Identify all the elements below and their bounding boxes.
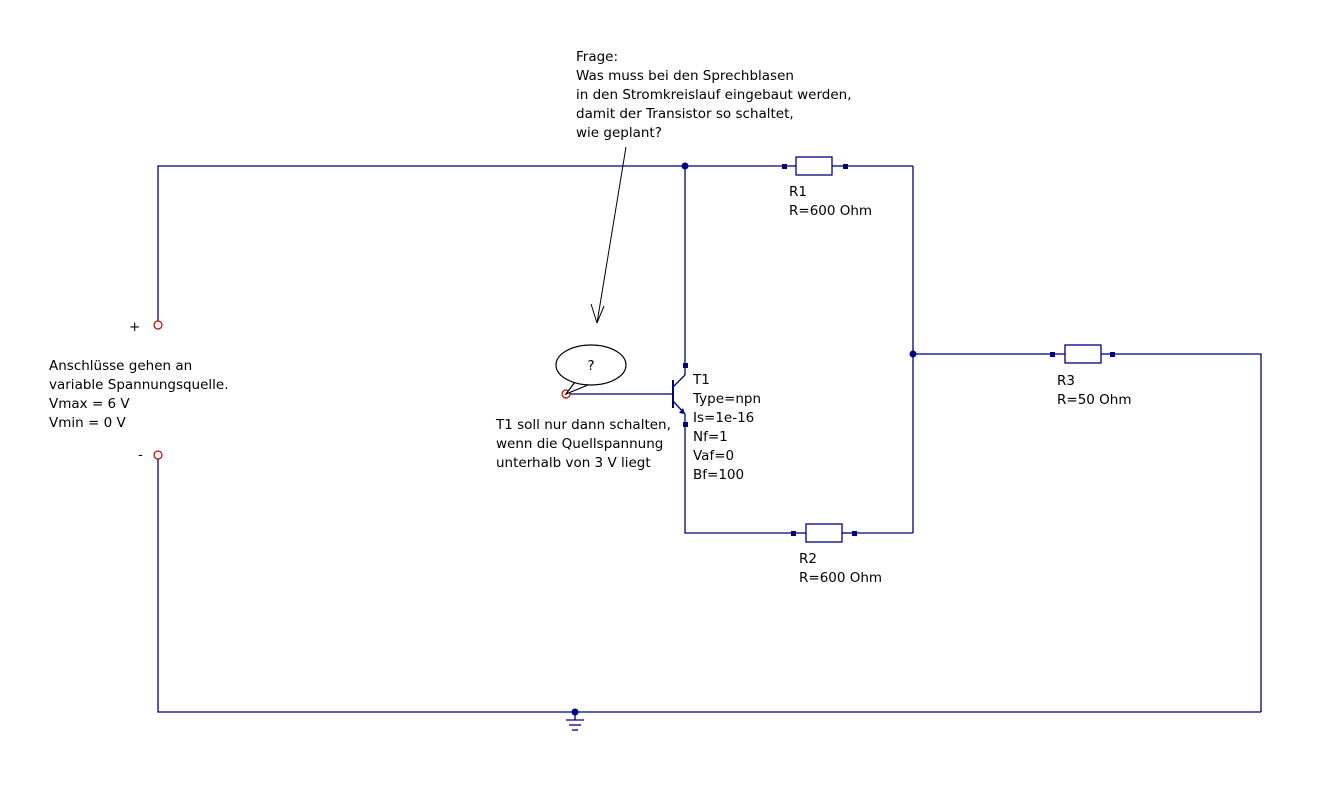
transistor-param: Bf=100 bbox=[693, 467, 744, 483]
wire-r3-out bbox=[1112, 353, 1262, 712]
question-line: wie geplant? bbox=[576, 125, 662, 141]
r2-value: R=600 Ohm bbox=[799, 570, 882, 586]
node-top bbox=[681, 162, 689, 170]
wire-emitter-to-r2 bbox=[684, 425, 795, 534]
transistor-param: Nf=1 bbox=[693, 429, 728, 445]
wire-top-left bbox=[157, 165, 685, 325]
transistor-name: T1 bbox=[692, 372, 710, 388]
question-line: Frage: bbox=[576, 49, 618, 65]
r1-name: R1 bbox=[789, 184, 807, 200]
source-line: Vmax = 6 V bbox=[49, 396, 130, 412]
wire-ground-bus bbox=[157, 455, 1261, 713]
transistor-param: Type=npn bbox=[692, 391, 761, 407]
transistor-t1-label: T1 Type=npn Is=1e-16 Nf=1 Vaf=0 Bf=100 bbox=[692, 372, 761, 483]
port-plus[interactable] bbox=[153, 320, 163, 330]
port-minus[interactable] bbox=[153, 450, 163, 460]
transistor-t1[interactable] bbox=[672, 363, 688, 427]
question-line: in den Stromkreislauf eingebaut werden, bbox=[576, 87, 851, 103]
port-minus-label: - bbox=[138, 447, 143, 463]
transistor-param: Is=1e-16 bbox=[693, 410, 754, 426]
note-line: wenn die Quellspannung bbox=[496, 436, 663, 452]
resistor-r2[interactable] bbox=[791, 523, 857, 543]
note-line: unterhalb von 3 V liegt bbox=[496, 455, 651, 471]
resistor-r3[interactable] bbox=[1050, 344, 1115, 364]
source-line: variable Spannungsquelle. bbox=[49, 377, 229, 393]
wires bbox=[157, 165, 1262, 713]
question-line: Was muss bei den Sprechblasen bbox=[576, 68, 794, 84]
junction-nodes bbox=[571, 162, 917, 716]
r1-value: R=600 Ohm bbox=[789, 203, 872, 219]
port-plus-label: + bbox=[129, 319, 140, 335]
source-description: Anschlüsse gehen an variable Spannungsqu… bbox=[49, 358, 229, 431]
speech-bubble: ? bbox=[555, 344, 627, 396]
resistor-r1[interactable] bbox=[782, 156, 848, 176]
r2-name: R2 bbox=[799, 551, 817, 567]
speech-bubble-label: ? bbox=[587, 358, 594, 374]
transistor-param: Vaf=0 bbox=[693, 448, 734, 464]
r3-name: R3 bbox=[1057, 373, 1075, 389]
node-right bbox=[909, 350, 917, 358]
r3-value: R=50 Ohm bbox=[1057, 392, 1132, 408]
arrow-icon bbox=[590, 146, 627, 324]
note-line: T1 soll nur dann schalten, bbox=[495, 417, 671, 433]
source-line: Anschlüsse gehen an bbox=[49, 358, 192, 374]
question-line: damit der Transistor so schaltet, bbox=[576, 106, 794, 122]
ground-icon bbox=[566, 712, 584, 731]
condition-note: T1 soll nur dann schalten, wenn die Quel… bbox=[495, 417, 671, 471]
question-text: Frage: Was muss bei den Sprechblasen in … bbox=[576, 49, 851, 141]
source-line: Vmin = 0 V bbox=[49, 415, 126, 431]
